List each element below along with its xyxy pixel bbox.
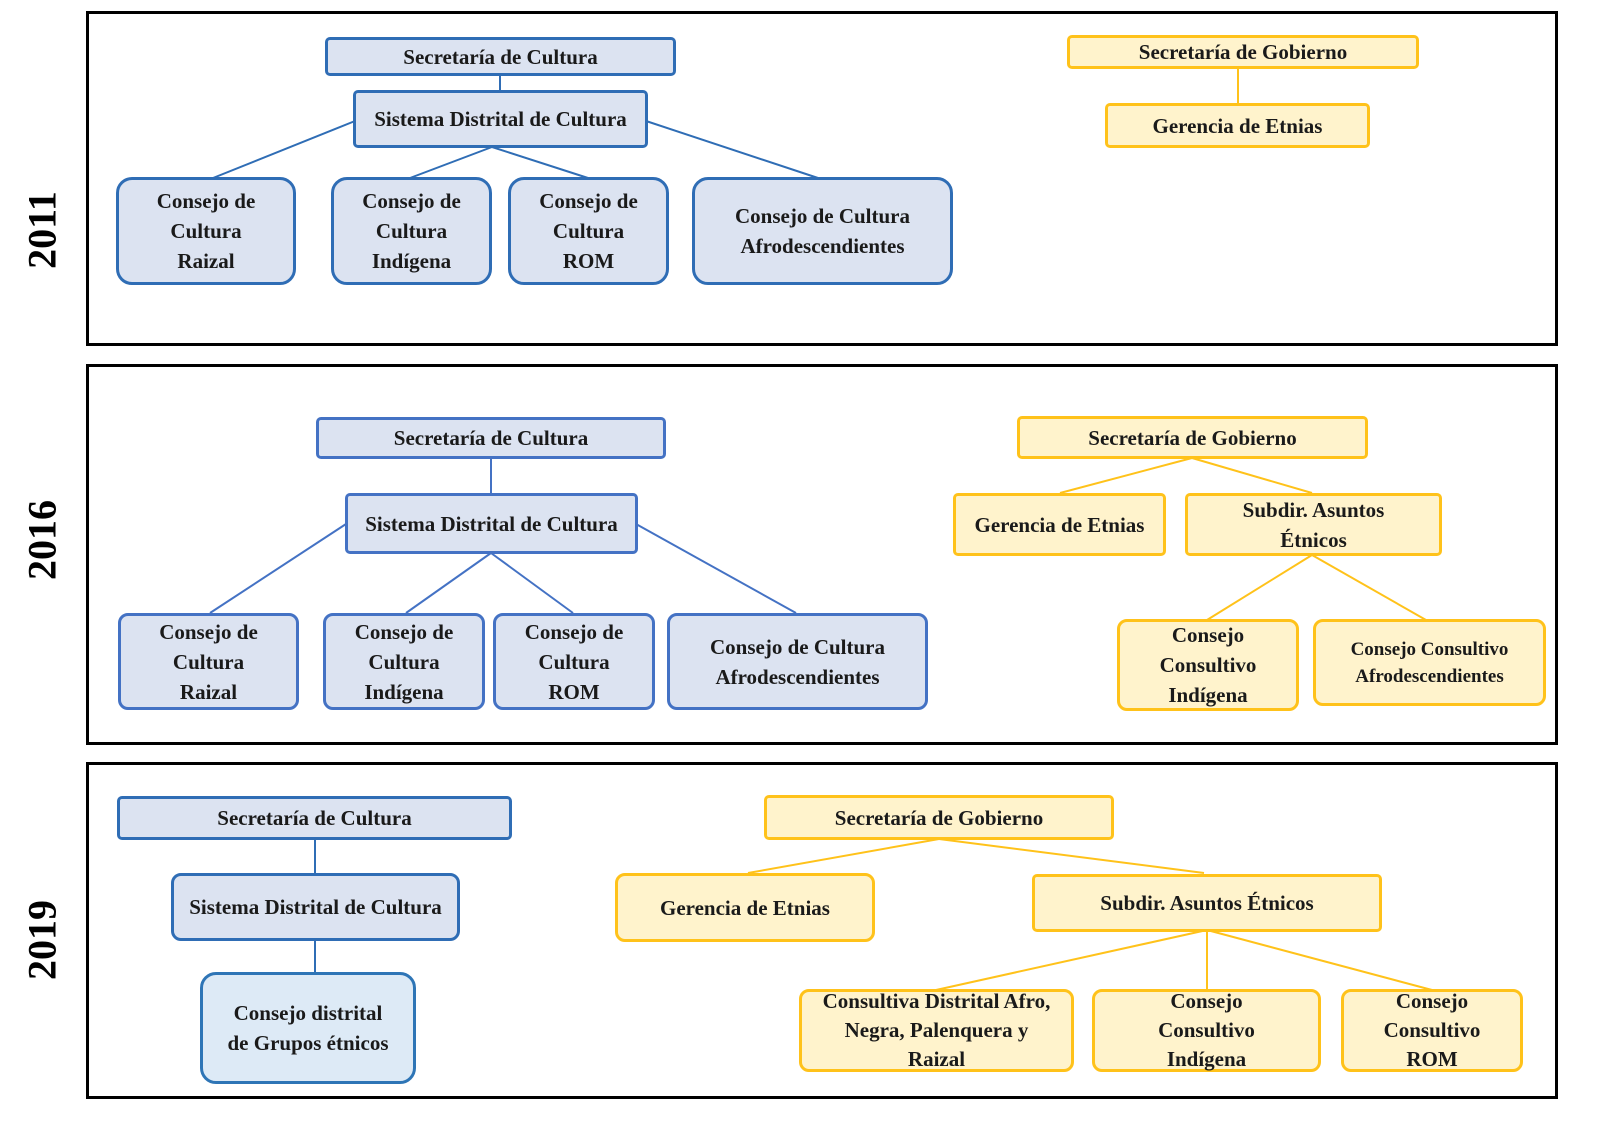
node-consejo-grupos-etnicos-2019: Consejo distrital de Grupos étnicos (200, 972, 416, 1084)
connector (490, 552, 574, 614)
connector (409, 146, 493, 179)
connector (1311, 554, 1427, 621)
node-gerencia-etnias-2016: Gerencia de Etnias (953, 493, 1166, 556)
node-secretaria-cultura-2016: Secretaría de Cultura (316, 417, 666, 459)
node-consejo-consultivo-rom-2019: Consejo Consultivo ROM (1341, 989, 1523, 1072)
connector (1206, 929, 1433, 991)
node-consejo-raizal-2011: Consejo de Cultura Raizal (116, 177, 296, 285)
node-consejo-rom-2016: Consejo de Cultura ROM (493, 613, 655, 710)
node-secretaria-gobierno-2011: Secretaría de Gobierno (1067, 35, 1419, 69)
connector (1059, 457, 1193, 494)
node-consejo-consultivo-indigena-2019: Consejo Consultivo Indígena (1092, 989, 1321, 1072)
connector (212, 120, 356, 179)
connector (1206, 554, 1313, 621)
connector (635, 523, 797, 614)
node-secretaria-cultura-2011: Secretaría de Cultura (325, 37, 676, 76)
node-consejo-raizal-2016: Consejo de Cultura Raizal (118, 613, 299, 710)
connector (1191, 457, 1313, 494)
connector (935, 929, 1208, 991)
node-consejo-consultivo-indigena-2016: Consejo Consultivo Indígena (1117, 619, 1299, 711)
node-consejo-indigena-2011: Consejo de Cultura Indígena (331, 177, 492, 285)
node-subdir-asuntos-etnicos-2016: Subdir. Asuntos Étnicos (1185, 493, 1442, 556)
node-sistema-distrital-2011: Sistema Distrital de Cultura (353, 90, 648, 148)
node-gerencia-etnias-2011: Gerencia de Etnias (1105, 103, 1370, 148)
connector (405, 552, 492, 614)
node-consejo-indigena-2016: Consejo de Cultura Indígena (323, 613, 485, 710)
node-consejo-rom-2011: Consejo de Cultura ROM (508, 177, 669, 285)
node-consejo-afro-2011: Consejo de Cultura Afrodescendientes (692, 177, 953, 285)
node-gerencia-etnias-2019: Gerencia de Etnias (615, 873, 875, 942)
node-subdir-asuntos-etnicos-2019: Subdir. Asuntos Étnicos (1032, 874, 1382, 932)
connector (747, 838, 940, 874)
node-secretaria-gobierno-2019: Secretaría de Gobierno (764, 795, 1114, 840)
connector (645, 120, 819, 179)
connector (209, 523, 347, 614)
node-secretaria-gobierno-2016: Secretaría de Gobierno (1017, 416, 1368, 459)
node-consejo-afro-2016: Consejo de Cultura Afrodescendientes (667, 613, 928, 710)
node-consejo-consultivo-afro-2016: Consejo Consultivo Afrodescendientes (1313, 619, 1546, 706)
node-sistema-distrital-2016: Sistema Distrital de Cultura (345, 493, 638, 554)
node-secretaria-cultura-2019: Secretaría de Cultura (117, 796, 512, 840)
node-consultiva-distrital-afro-2019: Consultiva Distrital Afro, Negra, Palenq… (799, 989, 1074, 1072)
connector (491, 146, 589, 179)
node-sistema-distrital-2019: Sistema Distrital de Cultura (171, 873, 460, 941)
connector (938, 838, 1205, 874)
